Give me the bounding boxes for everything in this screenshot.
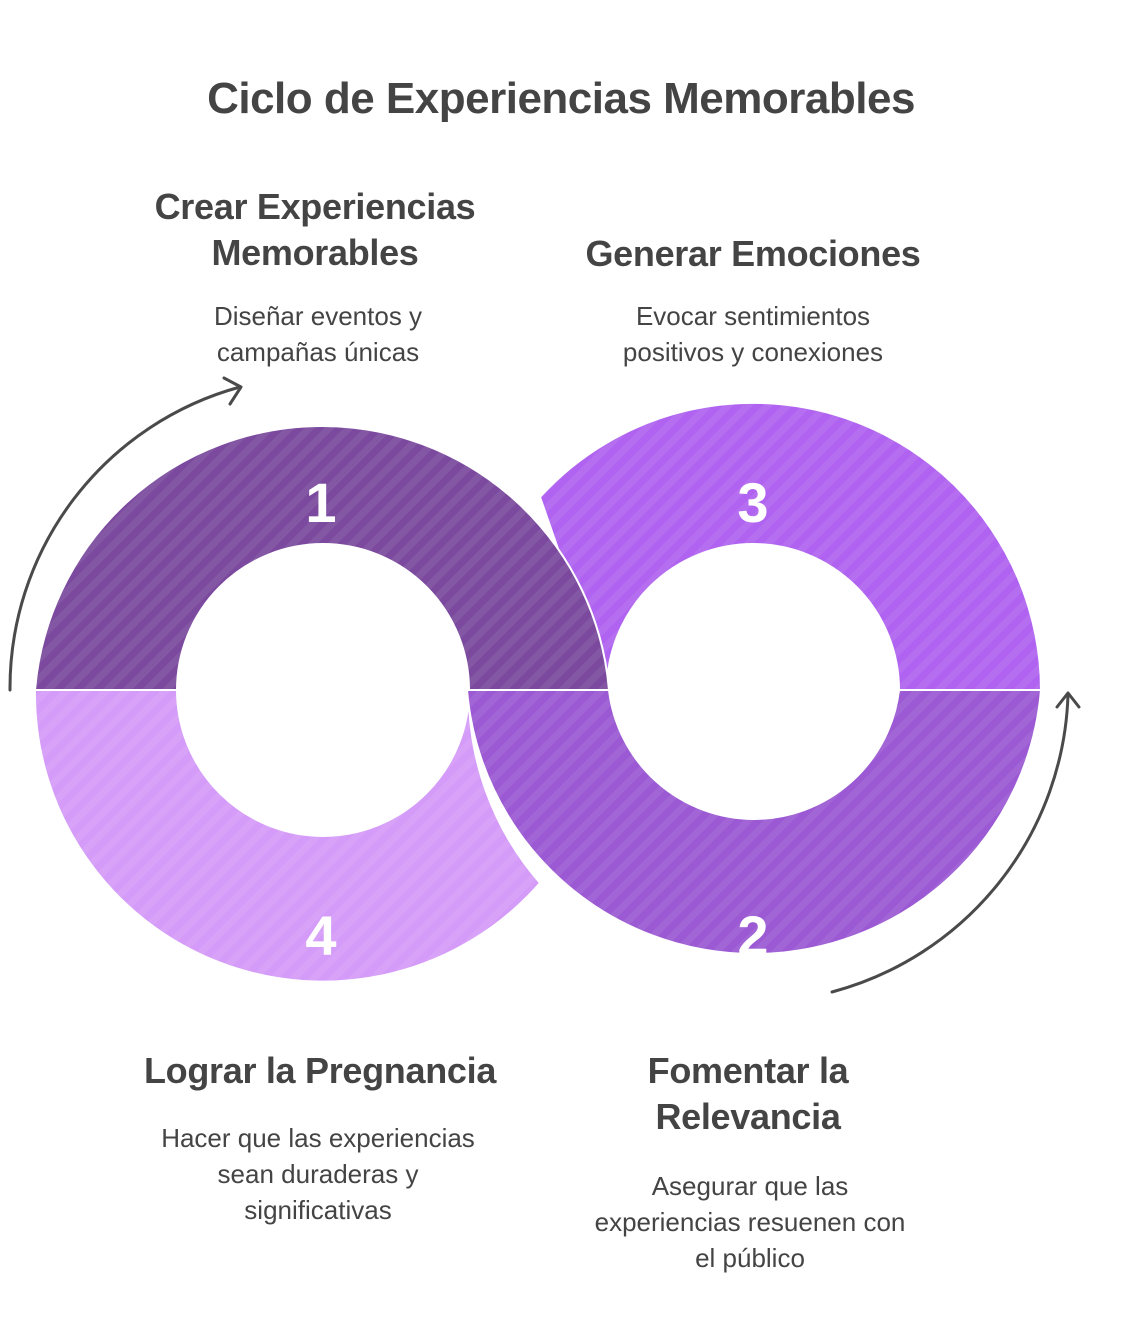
segment-4 — [33, 689, 542, 983]
step-3-number: 3 — [737, 471, 768, 534]
step-1-title: Crear Experiencias Memorables — [154, 186, 476, 273]
step-1-description: Diseñar eventos y campañas únicas — [213, 301, 423, 367]
step-4-title: Lograr la Pregnancia — [143, 1050, 497, 1091]
step-3-description: Evocar sentimientos positivos y conexion… — [622, 301, 884, 367]
arrow-left-icon — [8, 376, 243, 692]
step-2-description: Asegurar que las experiencias resuenen c… — [594, 1171, 906, 1273]
step-3-title: Generar Emociones — [585, 233, 921, 274]
step-2-title: Fomentar la Relevancia — [647, 1050, 849, 1137]
step-1-number: 1 — [305, 471, 336, 534]
segment-2 — [465, 689, 1043, 955]
segment-1 — [33, 425, 611, 691]
page-title: Ciclo de Experiencias Memorables — [207, 74, 915, 123]
segment-3 — [538, 401, 1043, 691]
step-4-number: 4 — [305, 904, 336, 967]
step-2-number: 2 — [737, 904, 768, 967]
step-4-description: Hacer que las experiencias sean duradera… — [161, 1123, 475, 1225]
arrow-right-icon — [830, 691, 1081, 994]
